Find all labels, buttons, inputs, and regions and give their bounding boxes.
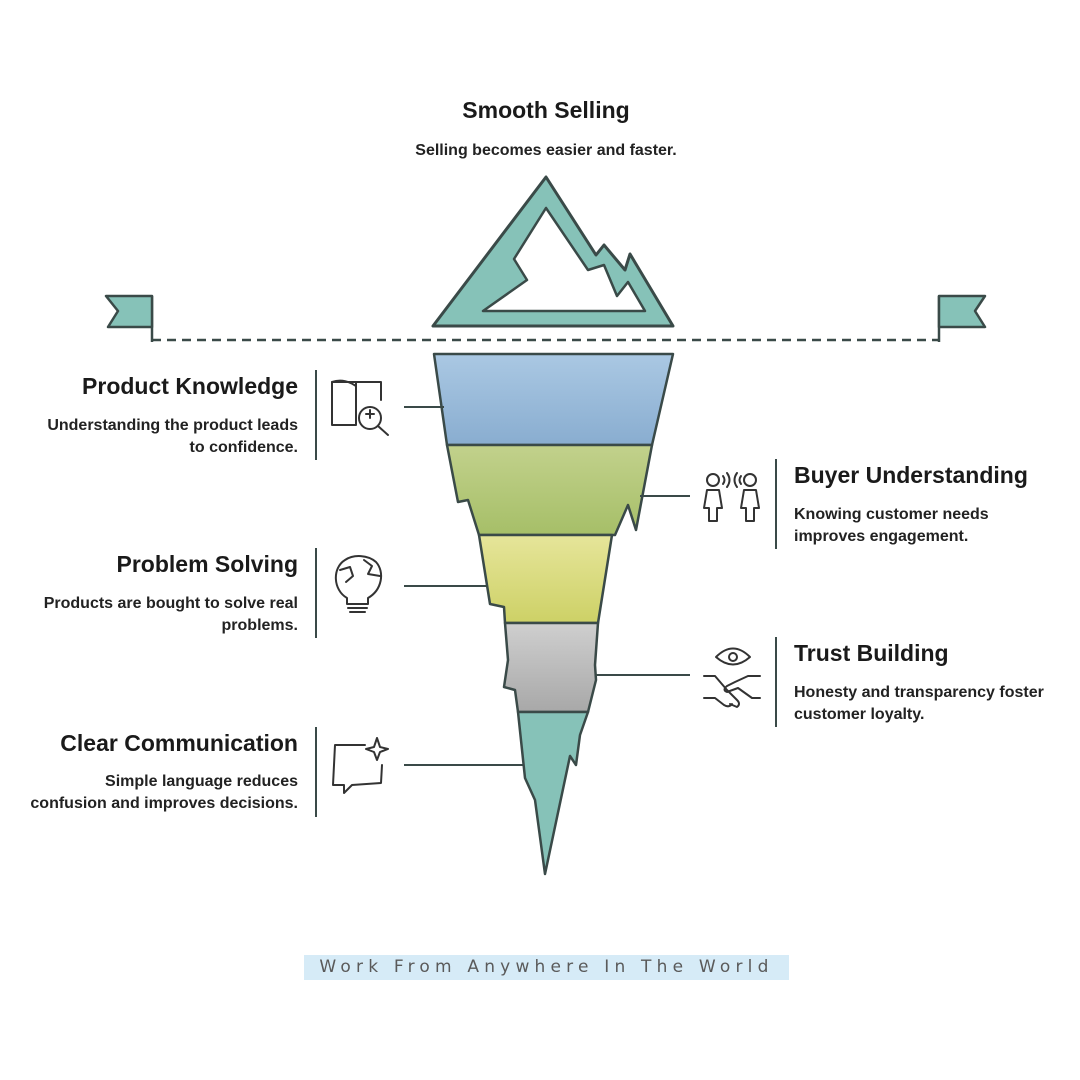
- layer-product-knowledge: [432, 352, 675, 447]
- layer-trust-building: [502, 621, 600, 714]
- clear-communication-title: Clear Communication: [60, 730, 298, 756]
- layer-clear-communication: [516, 710, 590, 876]
- eye-handshake-icon: [703, 647, 761, 708]
- buyer-understanding-title: Buyer Understanding: [794, 462, 1028, 488]
- top-title: Smooth Selling: [462, 97, 630, 123]
- left-flag-icon: [104, 294, 154, 342]
- globe-lightbulb-icon: [334, 555, 383, 613]
- top-description: Selling becomes easier and faster.: [415, 142, 677, 159]
- chat-sparkle-icon: [332, 737, 389, 794]
- product-knowledge-title: Product Knowledge: [82, 373, 298, 399]
- people-talking-icon: [703, 472, 760, 522]
- footer-caption: Work From Anywhere In The World: [304, 955, 789, 980]
- connectors: [315, 370, 777, 817]
- iceberg-tip: [431, 175, 675, 328]
- trust-building-title: Trust Building: [794, 640, 949, 666]
- problem-solving-title: Problem Solving: [116, 551, 298, 577]
- right-flag-icon: [937, 294, 987, 342]
- layer-buyer-understanding: [445, 443, 654, 537]
- layer-problem-solving: [477, 533, 614, 625]
- book-magnifier-icon: [331, 379, 389, 436]
